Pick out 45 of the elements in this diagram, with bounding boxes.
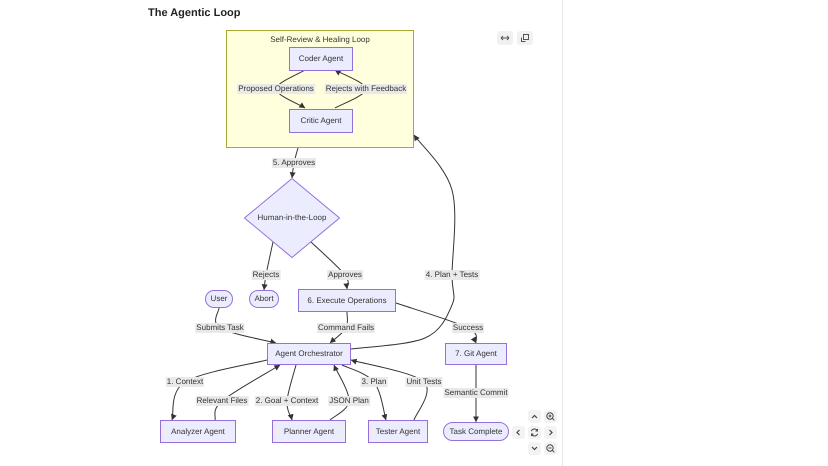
edge-label: Unit Tests: [406, 377, 442, 387]
arrow: [290, 148, 298, 178]
process-box: Coder Agent: [289, 47, 353, 71]
title: The Agentic Loop: [148, 7, 240, 20]
process-box: 6. Execute Operations: [298, 289, 396, 312]
arrow: [215, 308, 276, 345]
edge-label: JSON Plan: [328, 396, 370, 406]
arrow: [262, 242, 274, 290]
edge-label: Success: [452, 323, 484, 333]
terminal-pill: User: [205, 290, 233, 308]
arrow: [330, 312, 348, 344]
process-box: Tester Agent: [368, 420, 428, 443]
edge-label: Rejects: [252, 270, 280, 280]
arrow: [170, 360, 268, 420]
edge-label: 5. Approves: [272, 158, 316, 168]
edge-label: Semantic Commit: [443, 388, 509, 398]
process-box: Planner Agent: [272, 420, 346, 443]
process-box: Critic Agent: [289, 109, 353, 133]
edge-label: Proposed Operations: [237, 84, 315, 94]
process-box: Agent Orchestrator: [267, 343, 351, 365]
arrow: [342, 364, 388, 420]
edge-label: Relevant Files: [196, 396, 248, 406]
arrow: [330, 364, 350, 420]
arrow: [396, 302, 478, 344]
process-box: Analyzer Agent: [160, 420, 236, 443]
decision-diamond: Human-in-the-Loop: [244, 178, 340, 258]
terminal-pill: Abort: [249, 290, 279, 308]
edge-label: 4. Plan + Tests: [424, 270, 480, 280]
arrow: [214, 364, 280, 420]
group-title: Self-Review & Healing Loop: [270, 35, 370, 45]
edge-label: Rejects with Feedback: [324, 84, 408, 94]
arrow: [350, 134, 456, 350]
group-frame: [226, 30, 414, 148]
arrow: [286, 364, 296, 420]
edge-label: 1. Context: [166, 377, 204, 387]
process-box: 7. Git Agent: [445, 343, 507, 365]
edge-label: Approves: [327, 270, 363, 280]
edge-label: Command Fails: [317, 323, 375, 333]
arrow: [473, 364, 479, 422]
edge-label: 2. Goal + Context: [254, 396, 320, 406]
arrow: [350, 358, 428, 420]
terminal-pill: Task Complete: [443, 422, 509, 441]
edge-label: 3. Plan: [360, 377, 388, 387]
edge-label: Submits Task: [195, 323, 245, 333]
arrow: [310, 242, 350, 290]
